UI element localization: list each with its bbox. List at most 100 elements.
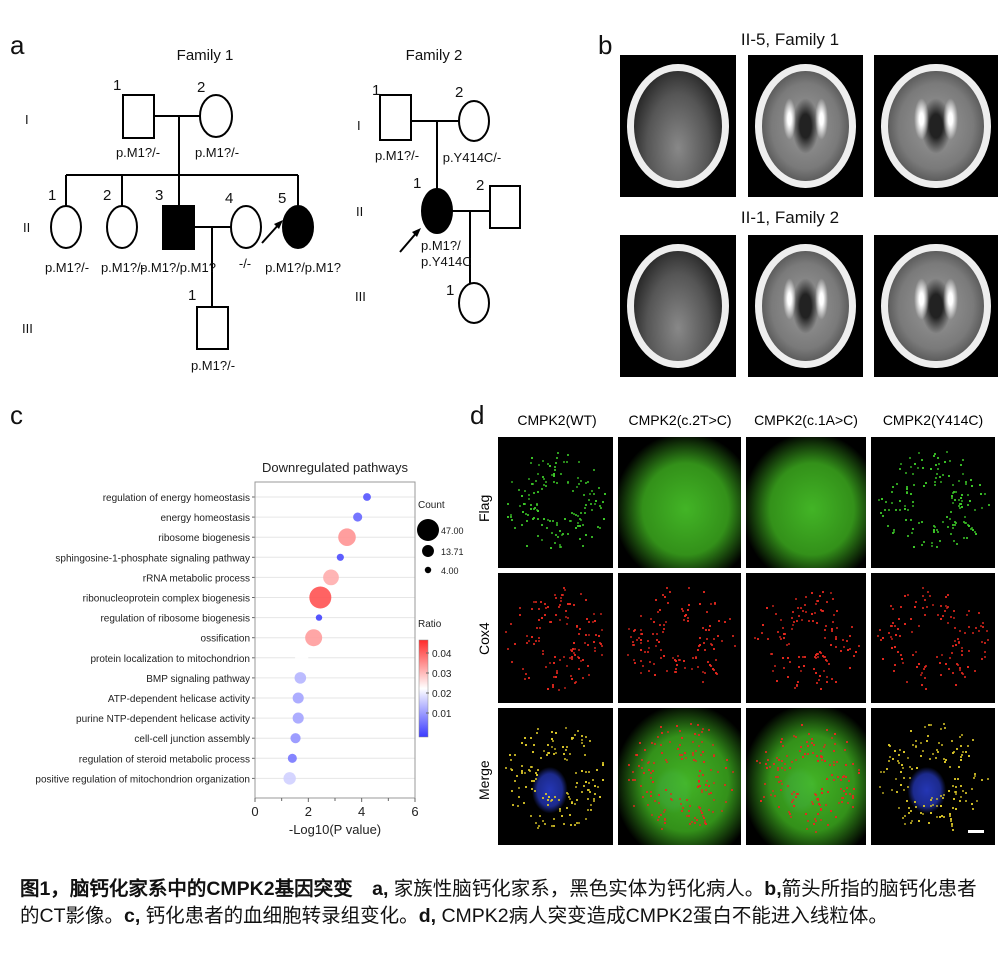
category-label: energy homeostasis: [161, 513, 251, 524]
data-point: [294, 672, 307, 684]
category-label: ribonucleoprotein complex biogenesis: [83, 594, 250, 605]
panel-label-d: d: [470, 400, 485, 430]
ct-scan-image: [620, 235, 736, 377]
f2-I1-male: [379, 94, 412, 141]
f1-I1-male: [122, 94, 155, 139]
f1-I2-female: [199, 94, 233, 138]
genotype: -/-: [239, 256, 251, 271]
data-point: [290, 733, 301, 744]
genotype: p.M1?/p.M1?: [140, 260, 216, 275]
family2-title: Family 2: [406, 47, 463, 64]
ct-row1-title: II-5, Family 1: [740, 30, 840, 49]
ct-scan-image: [748, 55, 863, 197]
gen-label: I: [25, 112, 29, 127]
microscopy-image: [746, 573, 866, 703]
x-axis-label: -Log10(P value): [289, 822, 381, 837]
ct-scan-image: [874, 55, 998, 197]
category-label: regulation of steroid metabolic process: [79, 754, 250, 765]
pedigree: Family 1 I II III 1 2 p.M1?/- p.M1?/- 1 …: [22, 47, 521, 373]
data-point: [292, 712, 304, 724]
category-label: regulation of ribosome biogenesis: [100, 614, 250, 625]
microscopy-image: [746, 708, 866, 845]
genotype: p.M1?/: [421, 238, 461, 253]
genotype: p.M1?/-: [45, 260, 89, 275]
category-label: positive regulation of mitochondrion org…: [35, 774, 250, 785]
caption-segment: b,: [764, 878, 782, 900]
f1-II3-affected-male: [162, 205, 195, 250]
category-label: ATP-dependent helicase activity: [108, 694, 250, 705]
panel-label-b: b: [598, 30, 613, 60]
category-label: ossification: [201, 634, 250, 645]
caption-segment: 钙化患者的血细胞转录组变化。: [140, 905, 419, 927]
member-number: 1: [372, 82, 380, 99]
gen-label: I: [357, 118, 361, 133]
caption-segment: 箭头所指的脑钙化患者的CT影像。: [20, 878, 977, 927]
f1-II2-female: [106, 205, 138, 249]
category-label: cell-cell junction assembly: [134, 734, 250, 745]
color-scale-bar: [418, 639, 429, 738]
color-scale-label: 0.02: [432, 689, 452, 700]
f2-II1-affected-female: [421, 188, 453, 234]
data-point: [338, 528, 356, 546]
microscopy-image: [618, 437, 741, 568]
member-number: 1: [413, 175, 421, 192]
data-point: [309, 586, 332, 609]
member-number: 2: [197, 79, 205, 96]
data-point: [315, 614, 323, 621]
genotype: p.M1?/-: [375, 148, 419, 163]
category-label: ribosome biogenesis: [158, 533, 250, 544]
x-tick-label: 0: [251, 804, 258, 819]
gen-label: II: [356, 204, 363, 219]
member-number: 1: [48, 187, 56, 204]
category-label: sphingosine-1-phosphate signaling pathwa…: [55, 553, 250, 564]
column-header: CMPK2(c.1A>C): [754, 412, 858, 428]
legend-size-marker: [424, 566, 432, 574]
color-scale-label: 0.03: [432, 669, 452, 680]
data-point: [323, 569, 339, 586]
data-point: [353, 512, 363, 522]
x-tick-label: 2: [305, 804, 312, 819]
data-point: [295, 651, 309, 665]
column-header: CMPK2(Y414C): [882, 412, 984, 428]
data-point: [283, 772, 296, 785]
genotype: p.Y414C/-: [443, 150, 502, 165]
f1-III1-male: [196, 306, 229, 350]
figure-caption: 图1，脑钙化家系中的CMPK2基因突变 a, 家族性脑钙化家系，黑色实体为钙化病…: [20, 876, 995, 930]
panel-label-c: c: [10, 400, 23, 430]
caption-segment: 家族性脑钙化家系，黑色实体为钙化病人。: [388, 878, 765, 900]
microscopy-image: [498, 437, 613, 568]
color-scale-label: 0.01: [432, 709, 452, 720]
scale-bar: [968, 830, 984, 833]
microscopy-image: [871, 437, 995, 568]
data-point: [336, 553, 344, 561]
member-number: 2: [103, 187, 111, 204]
legend-size-label: 4.00: [441, 566, 459, 576]
ct-scan-image: [620, 55, 736, 197]
chart-title: Downregulated pathways: [262, 460, 408, 475]
caption-segment: c,: [124, 905, 141, 927]
f2-I2-female: [458, 100, 490, 142]
gen-label: III: [355, 289, 366, 304]
row-label: Flag: [476, 494, 492, 522]
category-label: protein localization to mitochondrion: [90, 654, 250, 665]
legend-title: Ratio: [418, 619, 442, 630]
legend-size-marker: [422, 545, 434, 557]
category-label: purine NTP-dependent helicase activity: [76, 714, 250, 725]
column-header: CMPK2(WT): [517, 412, 597, 428]
caption-segment: CMPK2病人突变造成CMPK2蛋白不能进入线粒体。: [436, 905, 888, 927]
genotype: p.M1?/-: [116, 145, 160, 160]
genotype: p.M1?/-: [101, 260, 145, 275]
member-number: 4: [225, 190, 233, 207]
category-label: regulation of energy homeostasis: [103, 493, 250, 504]
member-number: 1: [113, 77, 121, 94]
caption-segment: a,: [352, 878, 389, 900]
genotype: p.M1?/-: [191, 358, 235, 373]
member-number: 1: [188, 287, 196, 304]
panel-label-a: a: [10, 30, 25, 60]
bubble-chart: Downregulated pathways regulation of ener…: [35, 460, 463, 837]
x-tick-label: 4: [358, 804, 365, 819]
column-header: CMPK2(c.2T>C): [628, 412, 732, 428]
data-point: [363, 493, 371, 501]
gen-label: III: [22, 321, 33, 336]
